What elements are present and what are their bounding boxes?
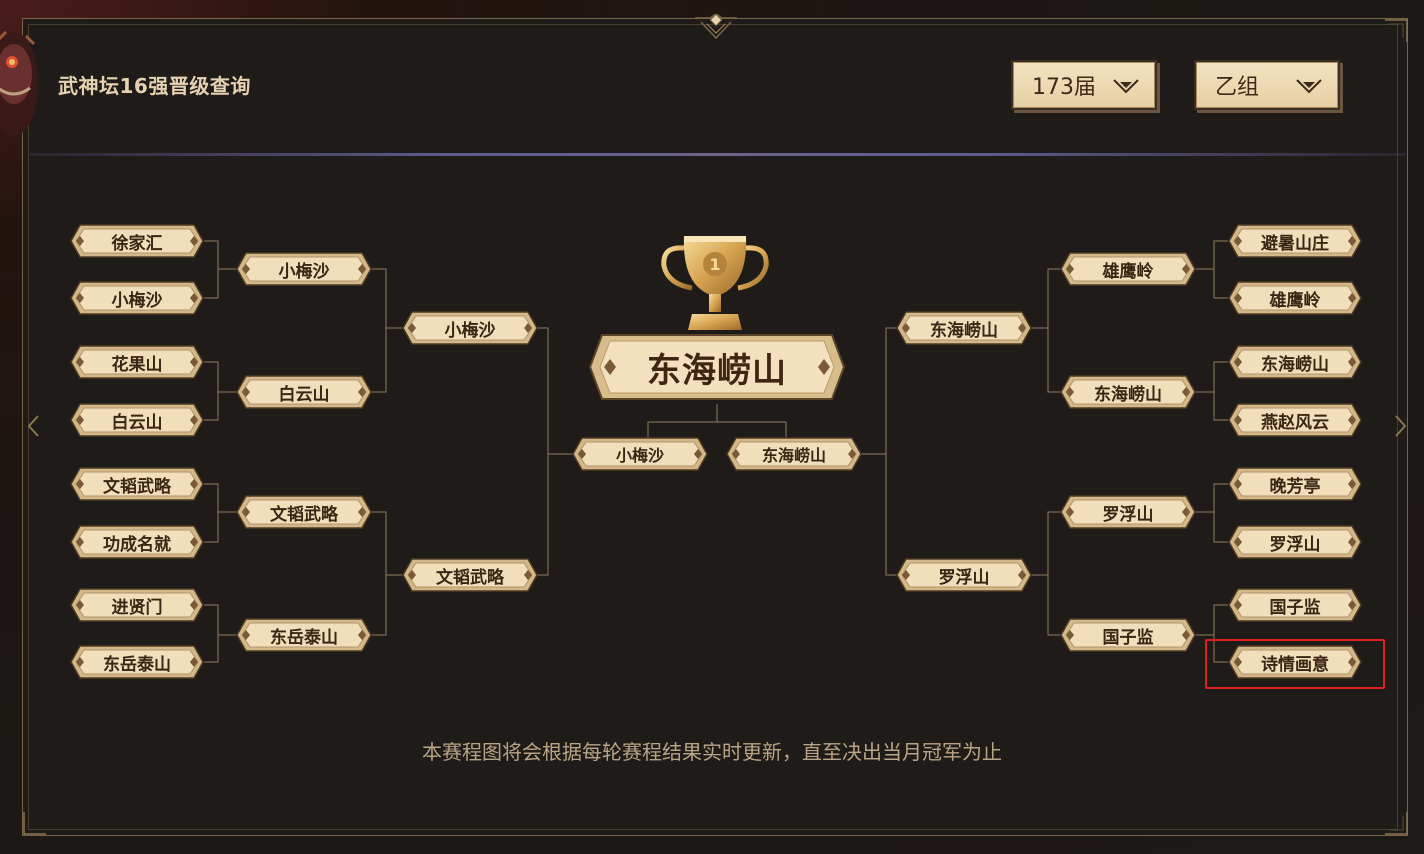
champion-plaque-frame bbox=[588, 334, 846, 400]
team-name: 文韬武略 bbox=[270, 504, 338, 525]
team-name: 晚芳亭 bbox=[1269, 476, 1321, 497]
header-divider bbox=[30, 153, 1406, 156]
bracket-team-final-right[interactable]: 东海崂山 bbox=[726, 437, 862, 471]
bracket-team-left-r8[interactable]: 白云山 bbox=[236, 375, 372, 409]
team-name: 避暑山庄 bbox=[1261, 233, 1329, 254]
bracket-team-right-r4[interactable]: 东海崂山 bbox=[896, 311, 1032, 345]
bracket-team-left-r8[interactable]: 文韬武略 bbox=[236, 495, 372, 529]
team-name: 东岳泰山 bbox=[103, 654, 171, 675]
group-select[interactable]: 乙组 bbox=[1196, 62, 1338, 108]
corner-ornament-icon bbox=[1385, 19, 1408, 42]
team-name: 功成名就 bbox=[103, 534, 171, 555]
bracket-team-right-r16[interactable]: 避暑山庄 bbox=[1228, 224, 1362, 258]
team-name: 东海崂山 bbox=[1094, 384, 1162, 405]
team-name: 小梅沙 bbox=[278, 261, 330, 282]
bracket-team-right-r8[interactable]: 罗浮山 bbox=[1060, 495, 1196, 529]
bracket-team-right-r16[interactable]: 国子监 bbox=[1228, 588, 1362, 622]
champion-name: 东海崂山 bbox=[647, 350, 787, 391]
team-name: 徐家汇 bbox=[111, 233, 163, 254]
bracket-team-left-r4[interactable]: 文韬武略 bbox=[402, 558, 538, 592]
svg-text:1: 1 bbox=[709, 255, 720, 274]
chevron-down-icon bbox=[1113, 79, 1139, 94]
season-select[interactable]: 173届 bbox=[1013, 62, 1155, 108]
right-arrow-ornament-icon bbox=[1395, 415, 1407, 437]
page-title: 武神坛16强晋级查询 bbox=[58, 74, 251, 98]
team-name: 燕赵风云 bbox=[1261, 412, 1329, 433]
trophy-icon: 1 bbox=[661, 236, 769, 330]
group-select-value: 乙组 bbox=[1215, 75, 1260, 100]
team-name: 白云山 bbox=[111, 412, 163, 433]
team-name: 国子监 bbox=[1102, 627, 1154, 648]
bracket-team-right-r16[interactable]: 东海崂山 bbox=[1228, 345, 1362, 379]
mascot-icon bbox=[0, 30, 38, 136]
team-name: 雄鹰岭 bbox=[1102, 261, 1154, 282]
chevron-down-icon bbox=[1296, 79, 1322, 94]
corner-ornament-icon bbox=[1385, 812, 1408, 835]
corner-ornament-icon bbox=[23, 812, 46, 835]
team-name: 白云山 bbox=[278, 384, 330, 405]
bracket-team-left-r4[interactable]: 小梅沙 bbox=[402, 311, 538, 345]
top-diamond-ornament-icon bbox=[695, 14, 737, 40]
team-name: 文韬武略 bbox=[436, 567, 504, 588]
bracket-team-final-left[interactable]: 小梅沙 bbox=[572, 437, 708, 471]
footnote: 本赛程图将会根据每轮赛程结果实时更新，直至决出当月冠军为止 bbox=[422, 740, 1002, 764]
selection-highlight-box bbox=[1205, 639, 1385, 689]
team-name: 东海崂山 bbox=[930, 320, 998, 341]
team-name: 花果山 bbox=[111, 354, 163, 375]
bracket-team-left-r16[interactable]: 东岳泰山 bbox=[70, 645, 204, 679]
bracket-team-right-r8[interactable]: 东海崂山 bbox=[1060, 375, 1196, 409]
team-name: 诗情画意 bbox=[1261, 654, 1329, 675]
team-name: 小梅沙 bbox=[444, 320, 496, 341]
bracket-team-right-r16[interactable]: 诗情画意 bbox=[1228, 645, 1362, 679]
team-name: 进贤门 bbox=[111, 597, 163, 618]
bracket-team-right-r4[interactable]: 罗浮山 bbox=[896, 558, 1032, 592]
main-frame bbox=[22, 18, 1408, 836]
bracket-team-right-r8[interactable]: 雄鹰岭 bbox=[1060, 252, 1196, 286]
team-name: 雄鹰岭 bbox=[1269, 290, 1321, 311]
bracket-team-right-r16[interactable]: 罗浮山 bbox=[1228, 525, 1362, 559]
team-name: 罗浮山 bbox=[938, 567, 990, 588]
bracket-team-left-r16[interactable]: 进贤门 bbox=[70, 588, 204, 622]
bracket-team-left-r16[interactable]: 徐家汇 bbox=[70, 224, 204, 258]
bracket-team-right-r16[interactable]: 雄鹰岭 bbox=[1228, 281, 1362, 315]
bracket-team-left-r16[interactable]: 功成名就 bbox=[70, 525, 204, 559]
bracket-team-right-r16[interactable]: 晚芳亭 bbox=[1228, 467, 1362, 501]
bracket-team-left-r16[interactable]: 文韬武略 bbox=[70, 467, 204, 501]
bracket-team-right-r16[interactable]: 燕赵风云 bbox=[1228, 403, 1362, 437]
bracket-team-left-r8[interactable]: 东岳泰山 bbox=[236, 618, 372, 652]
team-name: 国子监 bbox=[1269, 597, 1321, 618]
team-name: 文韬武略 bbox=[103, 476, 171, 497]
season-select-value: 173届 bbox=[1032, 75, 1096, 100]
bracket-team-left-r16[interactable]: 花果山 bbox=[70, 345, 204, 379]
team-name: 东岳泰山 bbox=[270, 627, 338, 648]
bracket-team-left-r16[interactable]: 白云山 bbox=[70, 403, 204, 437]
team-name: 小梅沙 bbox=[111, 290, 163, 311]
team-name: 小梅沙 bbox=[615, 446, 664, 465]
team-name: 罗浮山 bbox=[1269, 534, 1321, 555]
team-name: 罗浮山 bbox=[1102, 504, 1154, 525]
team-name: 东海崂山 bbox=[761, 446, 826, 465]
champion-plaque: 东海崂山 bbox=[588, 331, 846, 403]
bracket-team-left-r8[interactable]: 小梅沙 bbox=[236, 252, 372, 286]
left-arrow-ornament-icon bbox=[27, 415, 39, 437]
team-name: 东海崂山 bbox=[1261, 354, 1329, 375]
bracket-team-left-r16[interactable]: 小梅沙 bbox=[70, 281, 204, 315]
bracket-team-right-r8[interactable]: 国子监 bbox=[1060, 618, 1196, 652]
